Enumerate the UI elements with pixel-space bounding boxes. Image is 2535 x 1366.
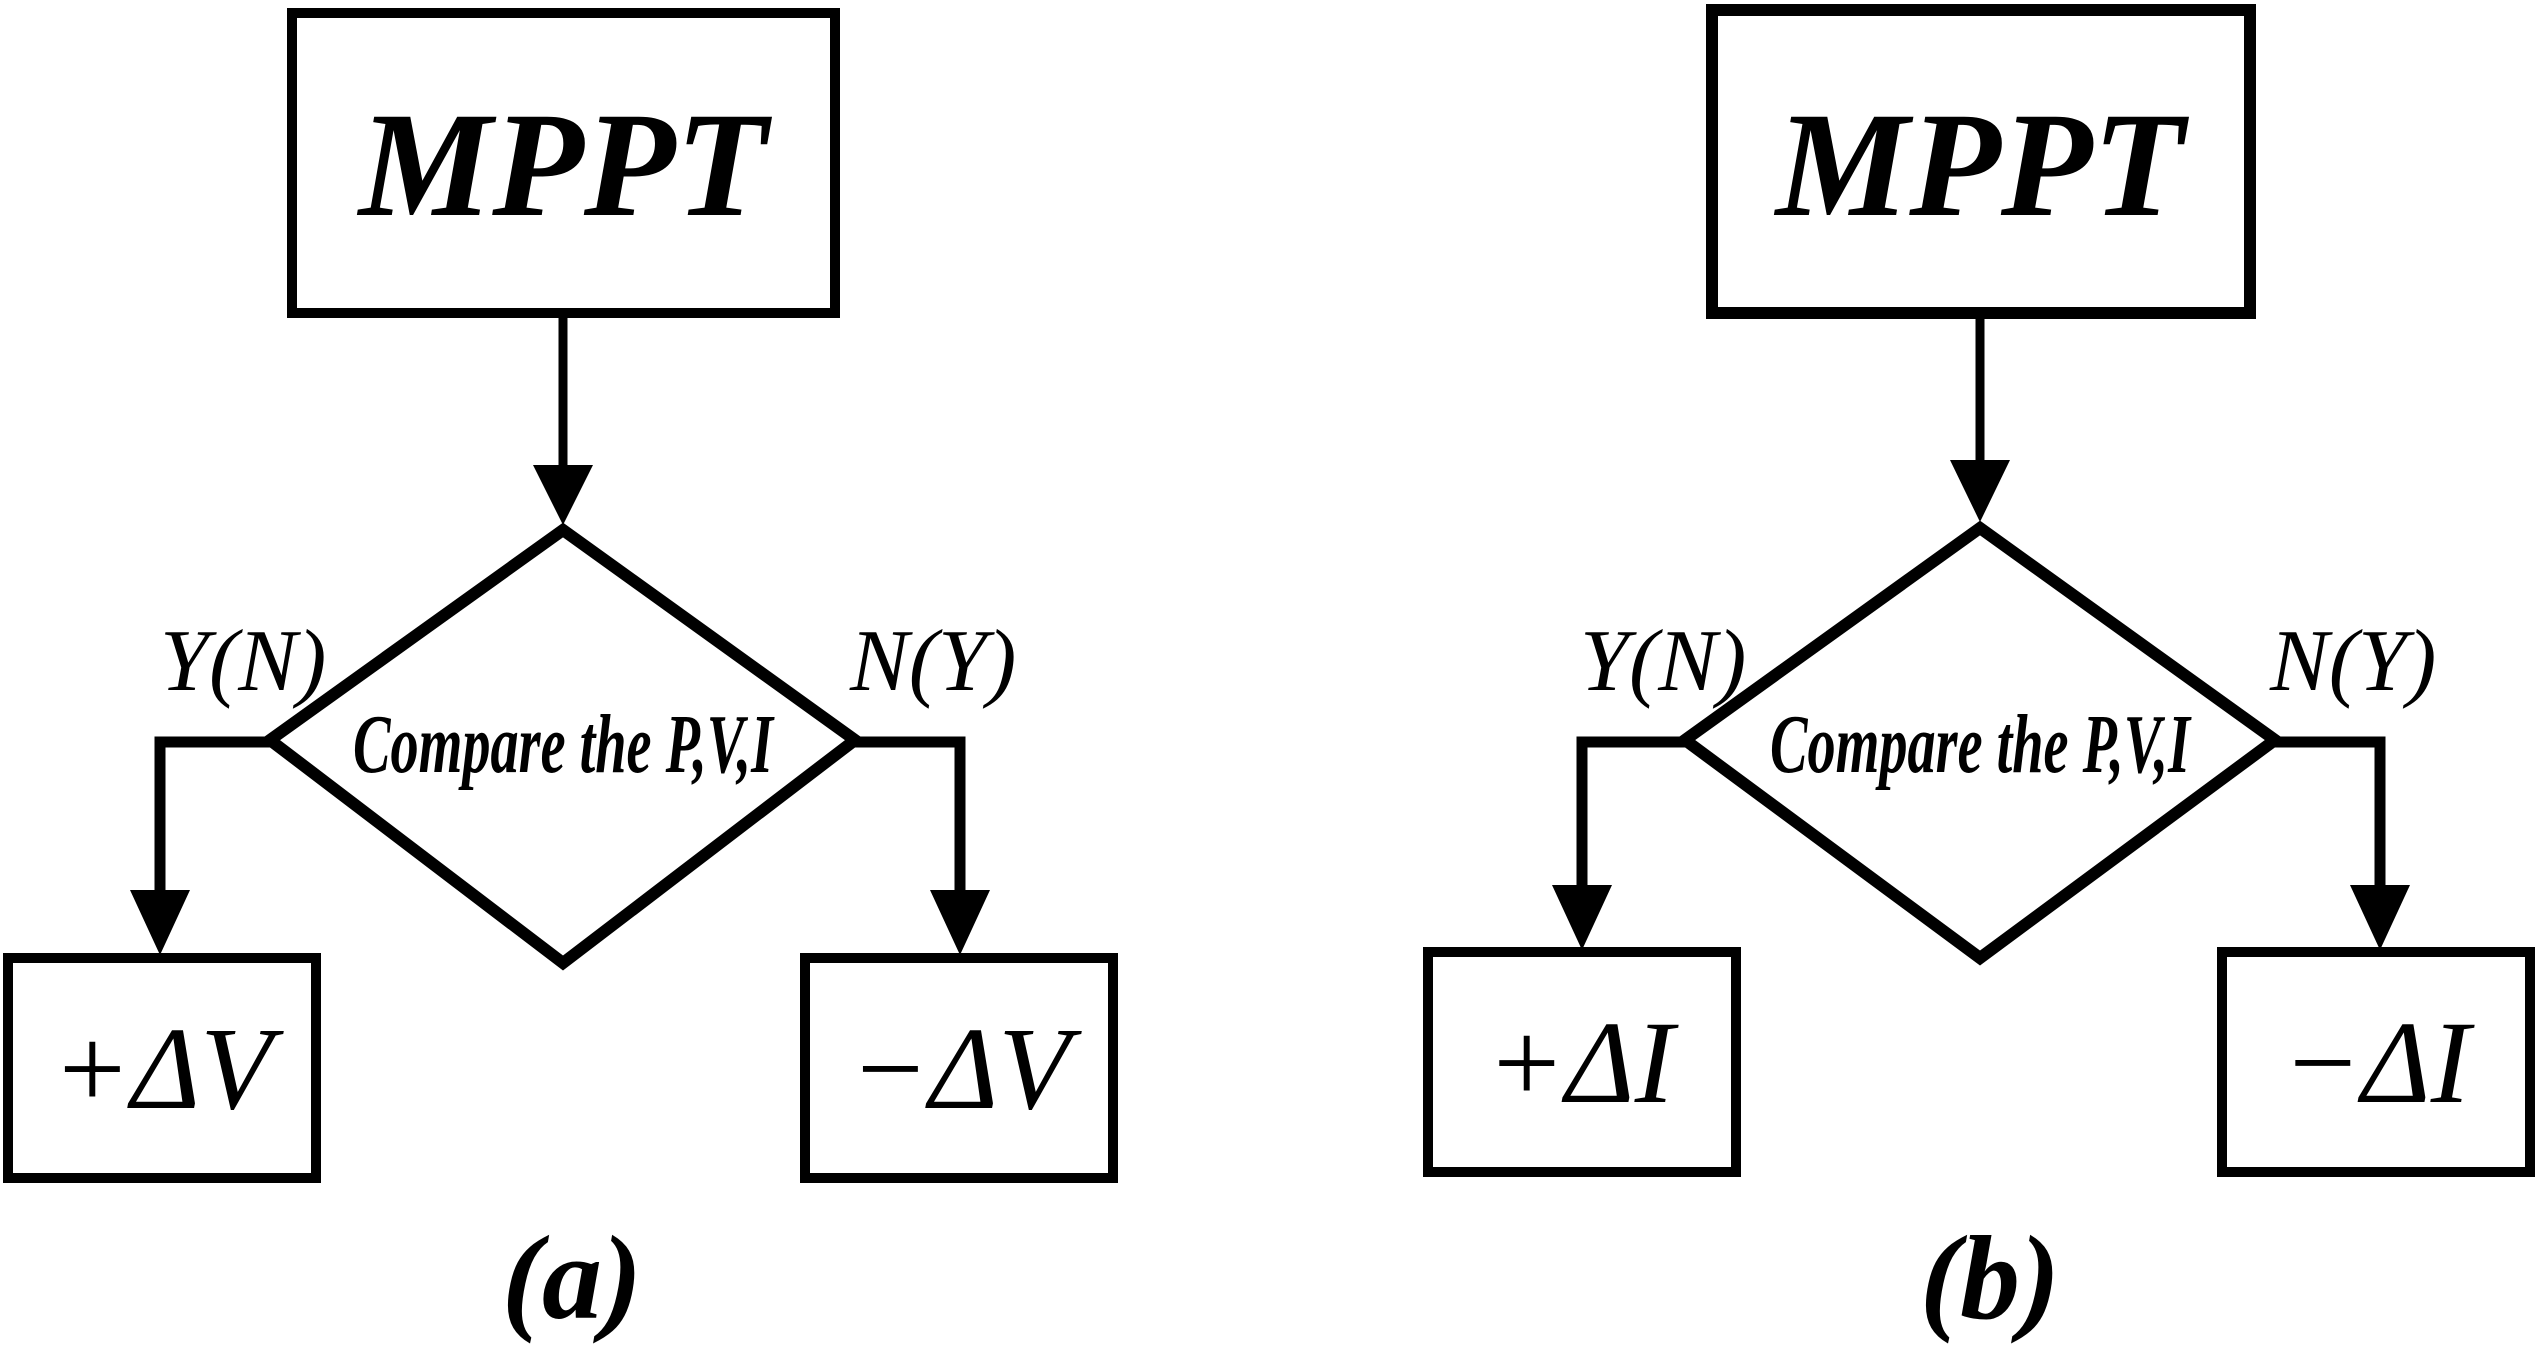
increase-label: +ΔI (1486, 997, 1679, 1128)
left-arrow-head (130, 890, 190, 955)
decision-label: Compare the P,V,I (1770, 698, 2192, 791)
arrow-head-down (533, 465, 593, 525)
right-arrow-head (930, 890, 990, 955)
right-branch-label: N(Y) (849, 613, 1016, 710)
decision-diamond (259, 522, 866, 971)
increase-box (3, 953, 321, 1183)
decision-label: Compare the P,V,I (353, 698, 775, 791)
decrease-label: −ΔV (850, 1003, 1083, 1134)
right-arrow-head (2350, 885, 2410, 950)
caption-a: (a) (502, 1211, 642, 1344)
mppt-label: MPPT (1774, 82, 2190, 248)
decrease-label: −ΔI (2282, 997, 2475, 1128)
decrease-box (800, 953, 1118, 1183)
arrow-head-down (1950, 460, 2010, 522)
caption-b: (b) (1920, 1211, 2060, 1344)
right-branch-connector (855, 736, 966, 900)
increase-box (1423, 947, 1741, 1177)
decrease-box (2217, 947, 2535, 1177)
mppt-label: MPPT (357, 82, 773, 248)
diagram-a: MPPT Compare the P,V,I Y(N) N(Y) +ΔV −ΔV… (3, 8, 1118, 1344)
left-branch-connector (154, 736, 270, 900)
right-branch-label: N(Y) (2269, 613, 2436, 710)
left-branch-label: Y(N) (1580, 613, 1746, 710)
decision-diamond (1674, 520, 2286, 966)
right-branch-connector (2275, 736, 2386, 895)
left-arrow-head (1552, 885, 1612, 950)
left-branch-connector (1576, 736, 1685, 895)
left-branch-label: Y(N) (160, 613, 326, 710)
increase-label: +ΔV (52, 1003, 285, 1134)
diagram-b: MPPT Compare the P,V,I Y(N) N(Y) +ΔI −ΔI… (1423, 4, 2535, 1344)
